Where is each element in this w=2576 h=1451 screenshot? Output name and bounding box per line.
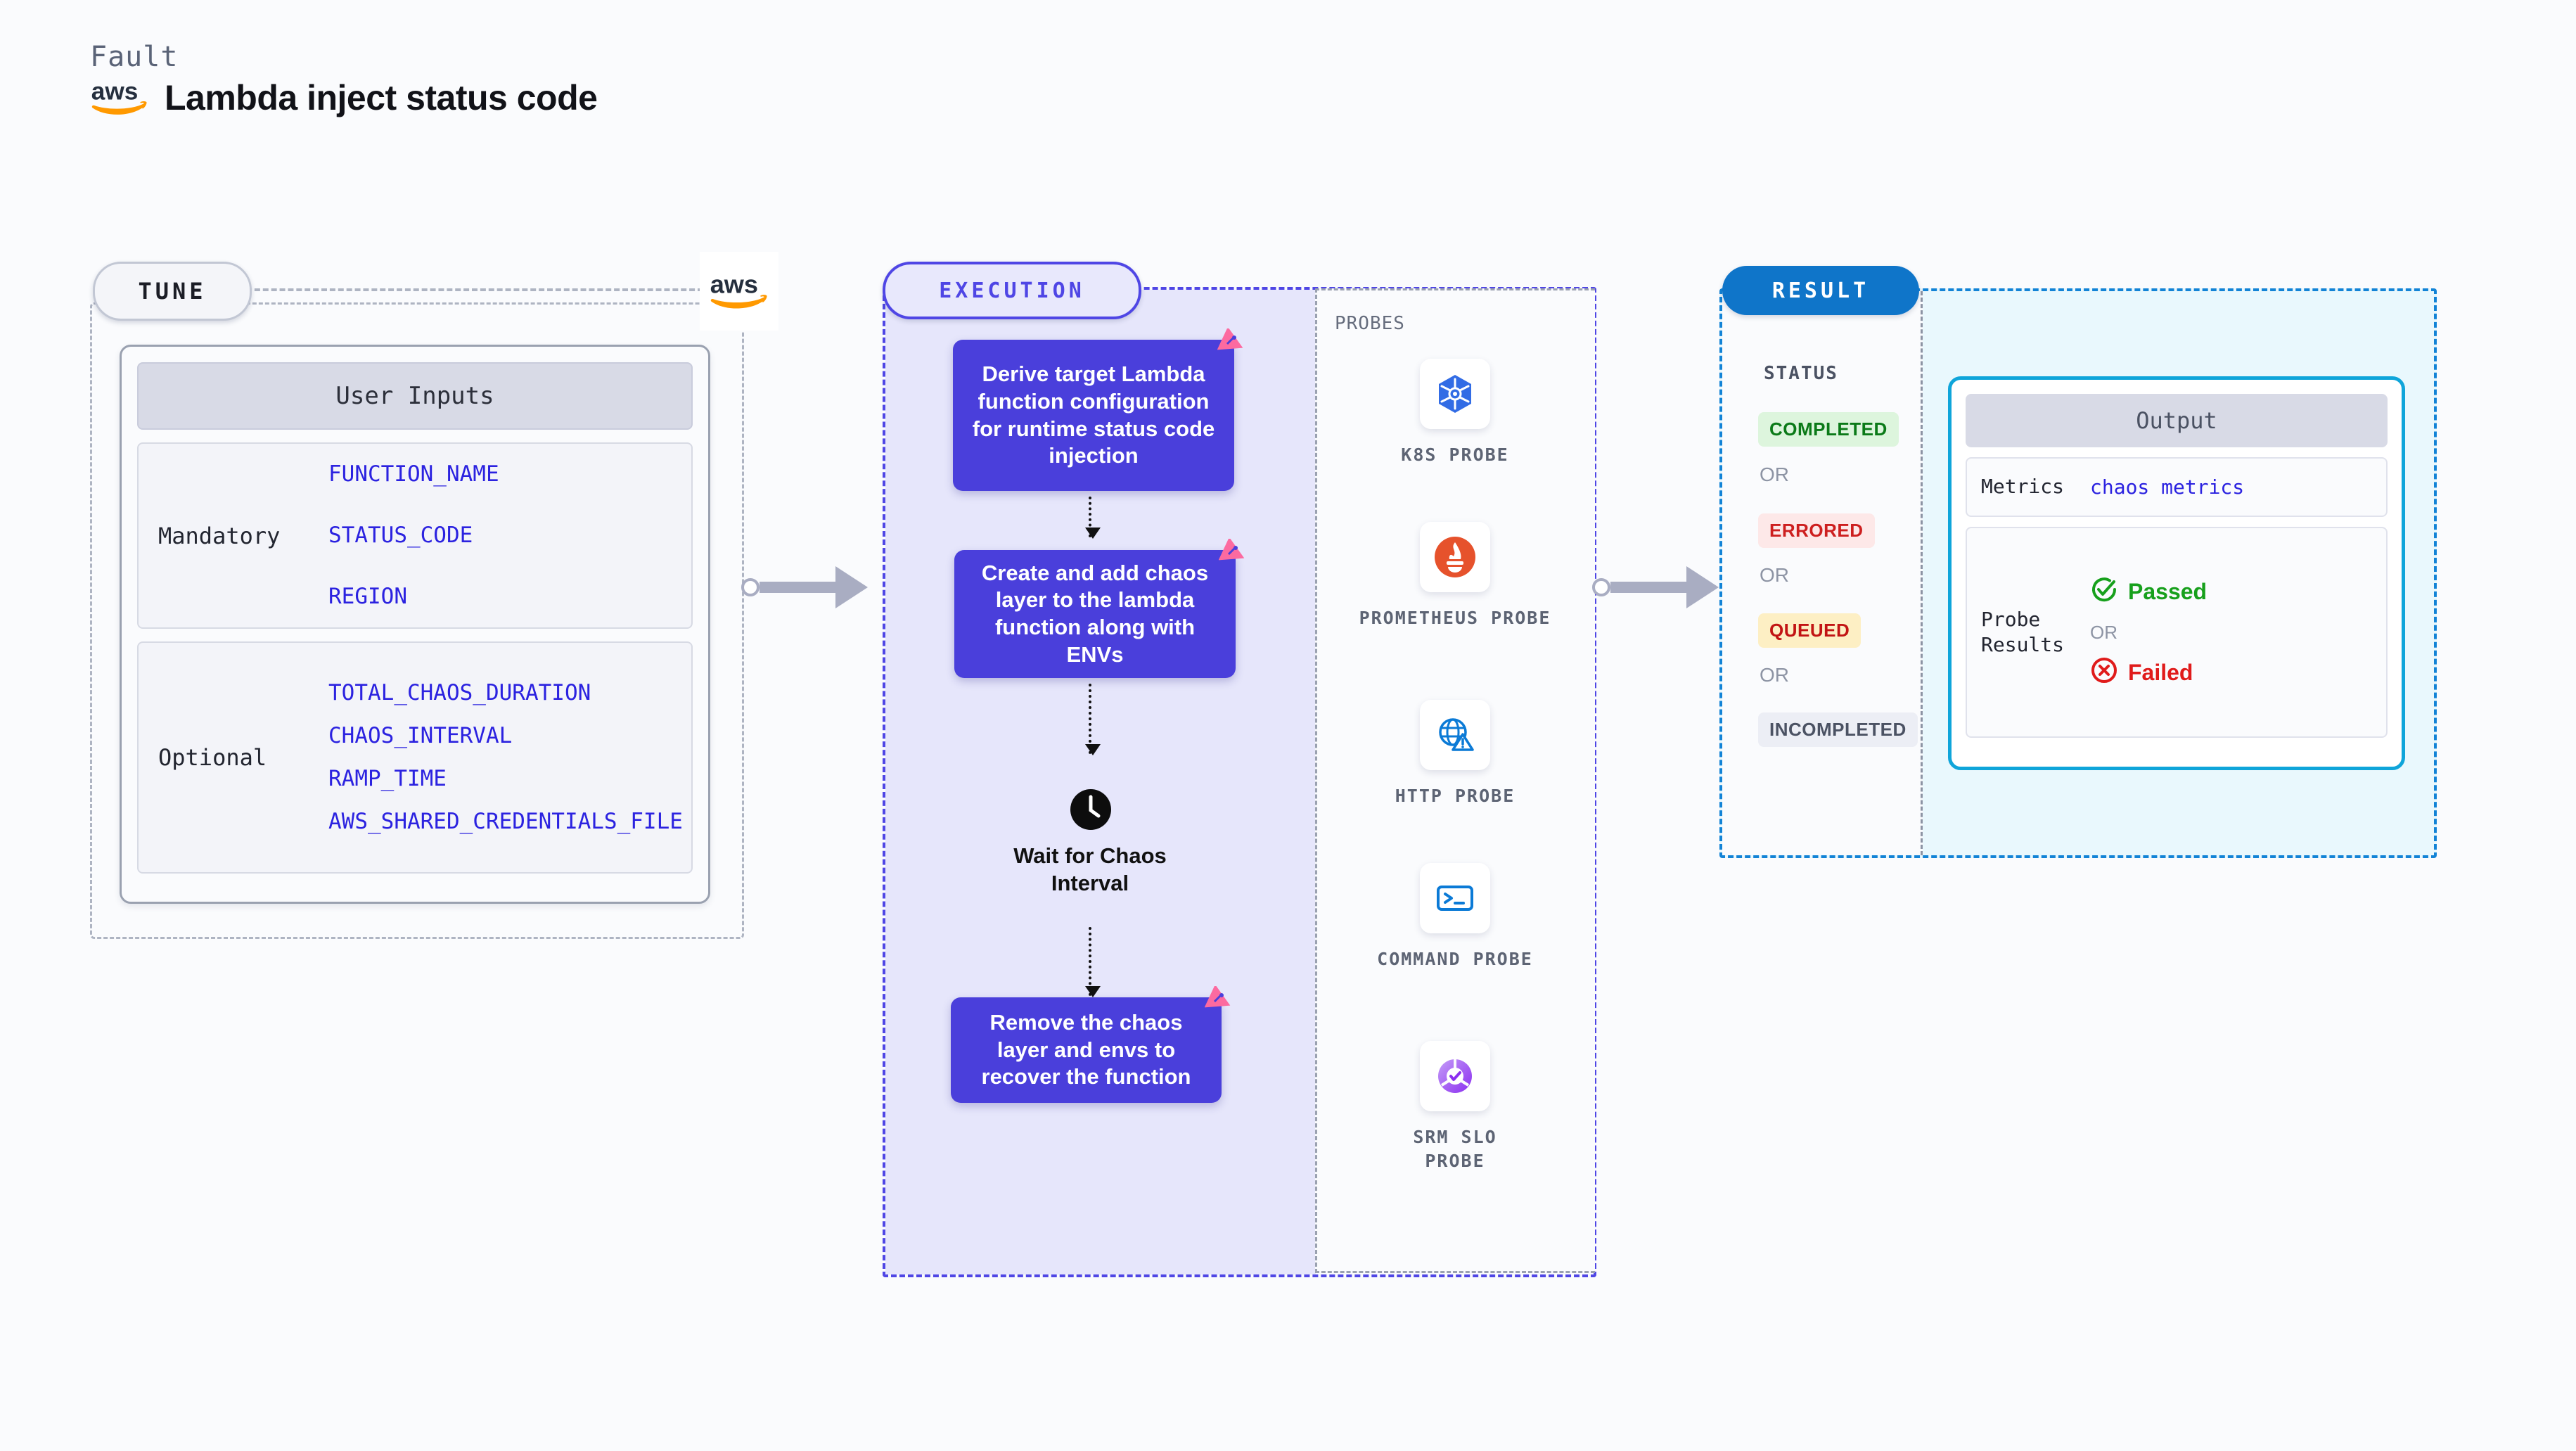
x-circle-icon (2090, 656, 2118, 690)
execution-node[interactable]: Remove the chaos layer and envs to recov… (951, 984, 1231, 1103)
wait-label: Wait for Chaos Interval (1013, 843, 1167, 895)
page-header: Fault aws Lambda inject status code (90, 41, 598, 120)
probe-failed: Failed (2090, 656, 2207, 690)
tune-aws-logo: aws (700, 252, 778, 331)
probe-item[interactable]: K8S PROBE (1315, 359, 1595, 467)
probes-title: PROBES (1335, 313, 1405, 334)
flow-arrow (1085, 497, 1101, 539)
kubernetes-icon (1420, 359, 1490, 429)
svg-text:aws: aws (91, 78, 138, 106)
probe-label: COMMAND PROBE (1377, 949, 1533, 969)
metrics-value[interactable]: chaos metrics (2090, 475, 2245, 499)
flow-arrow (1085, 927, 1101, 997)
or-label: OR (2090, 621, 2117, 643)
connector-start-dot (1592, 578, 1610, 596)
connector-tune-to-execution (741, 566, 885, 608)
probes-subpanel (1315, 288, 1595, 1273)
user-inputs-title: User Inputs (137, 362, 693, 430)
output-title: Output (1966, 394, 2388, 447)
connector-line (1610, 582, 1688, 593)
probe-label: SRM SLO PROBE (1413, 1127, 1497, 1171)
check-circle-icon (2090, 575, 2118, 609)
probe-passed: Passed (2090, 575, 2207, 609)
probe-label: PROMETHEUS PROBE (1359, 608, 1551, 628)
chaos-sticker-icon (1218, 537, 1247, 567)
status-badge: COMPLETED (1758, 412, 1899, 447)
chaos-sticker-icon (1217, 326, 1245, 357)
mandatory-label: Mandatory (158, 522, 281, 549)
input-var[interactable]: RAMP_TIME (328, 766, 447, 791)
input-var[interactable]: AWS_SHARED_CREDENTIALS_FILE (328, 808, 683, 834)
flow-arrow (1085, 684, 1101, 755)
connector-arrowhead (1686, 566, 1719, 608)
result-status-column (1722, 291, 1923, 855)
probe-item[interactable]: SRM SLO PROBE (1315, 1041, 1595, 1173)
tune-badge[interactable]: TUNE (93, 262, 252, 321)
metrics-key: Metrics (1981, 475, 2065, 499)
input-var[interactable]: TOTAL_CHAOS_DURATION (328, 680, 591, 706)
probe-item[interactable]: HTTP PROBE (1315, 700, 1595, 808)
input-var[interactable]: CHAOS_INTERVAL (328, 723, 513, 749)
probe-passed-label: Passed (2128, 579, 2207, 604)
or-label: OR (1760, 664, 1789, 686)
result-badge[interactable]: RESULT (1722, 266, 1919, 315)
execution-badge[interactable]: EXECUTION (883, 262, 1141, 319)
optional-label: Optional (158, 744, 267, 771)
execution-node-label: Derive target Lambda function configurat… (972, 362, 1215, 468)
metrics-row: Metrics chaos metrics (1966, 457, 2388, 517)
terminal-icon (1420, 863, 1490, 933)
globe-warning-icon (1420, 700, 1490, 770)
input-var[interactable]: STATUS_CODE (328, 523, 473, 549)
or-label: OR (1760, 464, 1789, 485)
svg-text:aws: aws (710, 270, 758, 299)
connector-execution-to-result (1592, 566, 1736, 608)
probe-item[interactable]: PROMETHEUS PROBE (1315, 522, 1595, 630)
chaos-sticker-icon (1204, 984, 1233, 1014)
probe-label: HTTP PROBE (1395, 786, 1516, 806)
execution-node-label: Create and add chaos layer to the lambda… (981, 560, 1209, 667)
probe-label: K8S PROBE (1401, 445, 1509, 465)
status-badge: QUEUED (1758, 613, 1861, 648)
slo-donut-icon (1420, 1041, 1490, 1111)
status-badge: ERRORED (1758, 513, 1875, 548)
execution-node[interactable]: Create and add chaos layer to the lambda… (954, 537, 1245, 678)
input-var[interactable]: REGION (328, 583, 407, 609)
probe-results-key: Probe Results (1981, 607, 2065, 656)
page-title: Lambda inject status code (165, 78, 598, 117)
execution-node-label: Remove the chaos layer and envs to recov… (981, 1009, 1191, 1089)
fault-kicker: Fault (90, 41, 179, 73)
wait-clock-icon (1069, 788, 1113, 835)
user-inputs-card: User Inputs Mandatory FUNCTION_NAME STAT… (120, 345, 710, 904)
probe-item[interactable]: COMMAND PROBE (1315, 863, 1595, 971)
execution-panel (883, 287, 1596, 1277)
tune-dashed-connector (246, 288, 703, 291)
aws-logo: aws (90, 76, 149, 120)
connector-start-dot (741, 578, 760, 596)
optional-inputs-group: Optional TOTAL_CHAOS_DURATION CHAOS_INTE… (137, 641, 693, 874)
output-card: Output Metrics chaos metrics Probe Resul… (1948, 376, 2405, 770)
prometheus-icon (1420, 522, 1490, 592)
or-label: OR (1760, 564, 1789, 586)
status-title: STATUS (1764, 363, 1838, 384)
connector-line (760, 582, 837, 593)
probe-results-row: Probe Results Passed OR (1966, 527, 2388, 738)
execution-node[interactable]: Derive target Lambda function configurat… (953, 326, 1243, 491)
connector-arrowhead (835, 566, 868, 608)
status-badge: INCOMPLETED (1758, 712, 1918, 747)
probe-failed-label: Failed (2128, 660, 2193, 685)
input-var[interactable]: FUNCTION_NAME (328, 461, 499, 487)
mandatory-inputs-group: Mandatory FUNCTION_NAME STATUS_CODE REGI… (137, 442, 693, 629)
